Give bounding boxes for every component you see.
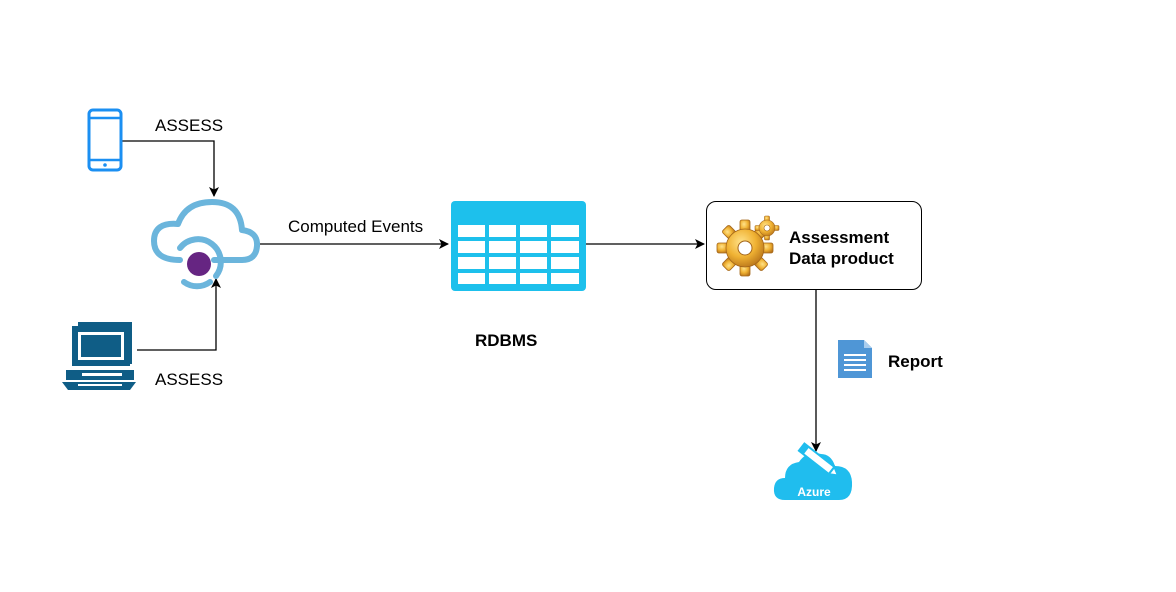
- computed-events-label: Computed Events: [288, 217, 424, 236]
- assessment-line-1: Assessment: [789, 228, 890, 247]
- mobile-assess-label: ASSESS: [155, 116, 224, 135]
- assessment-line-2: Data product: [789, 249, 894, 268]
- azure-label: Azure: [797, 485, 831, 499]
- database-table-icon: [451, 201, 586, 291]
- gear-icon: [716, 215, 780, 277]
- assessment-data-product-node[interactable]: Assessment Data product: [706, 201, 922, 290]
- desktop-assess-label: ASSESS: [155, 370, 224, 389]
- azure-cloud-edit-icon: Azure: [773, 442, 853, 500]
- desktop-computer-icon: [62, 322, 136, 390]
- edge-desktop-to-cloud: [137, 278, 221, 351]
- rdbms-label: RDBMS: [475, 331, 538, 350]
- edge-mobile-to-cloud: [121, 140, 219, 197]
- mobile-phone-icon: [87, 108, 123, 172]
- document-icon: [838, 340, 872, 378]
- cloud-event-icon: [151, 199, 260, 290]
- report-label: Report: [888, 352, 943, 371]
- assessment-node-label: Assessment Data product: [789, 227, 894, 269]
